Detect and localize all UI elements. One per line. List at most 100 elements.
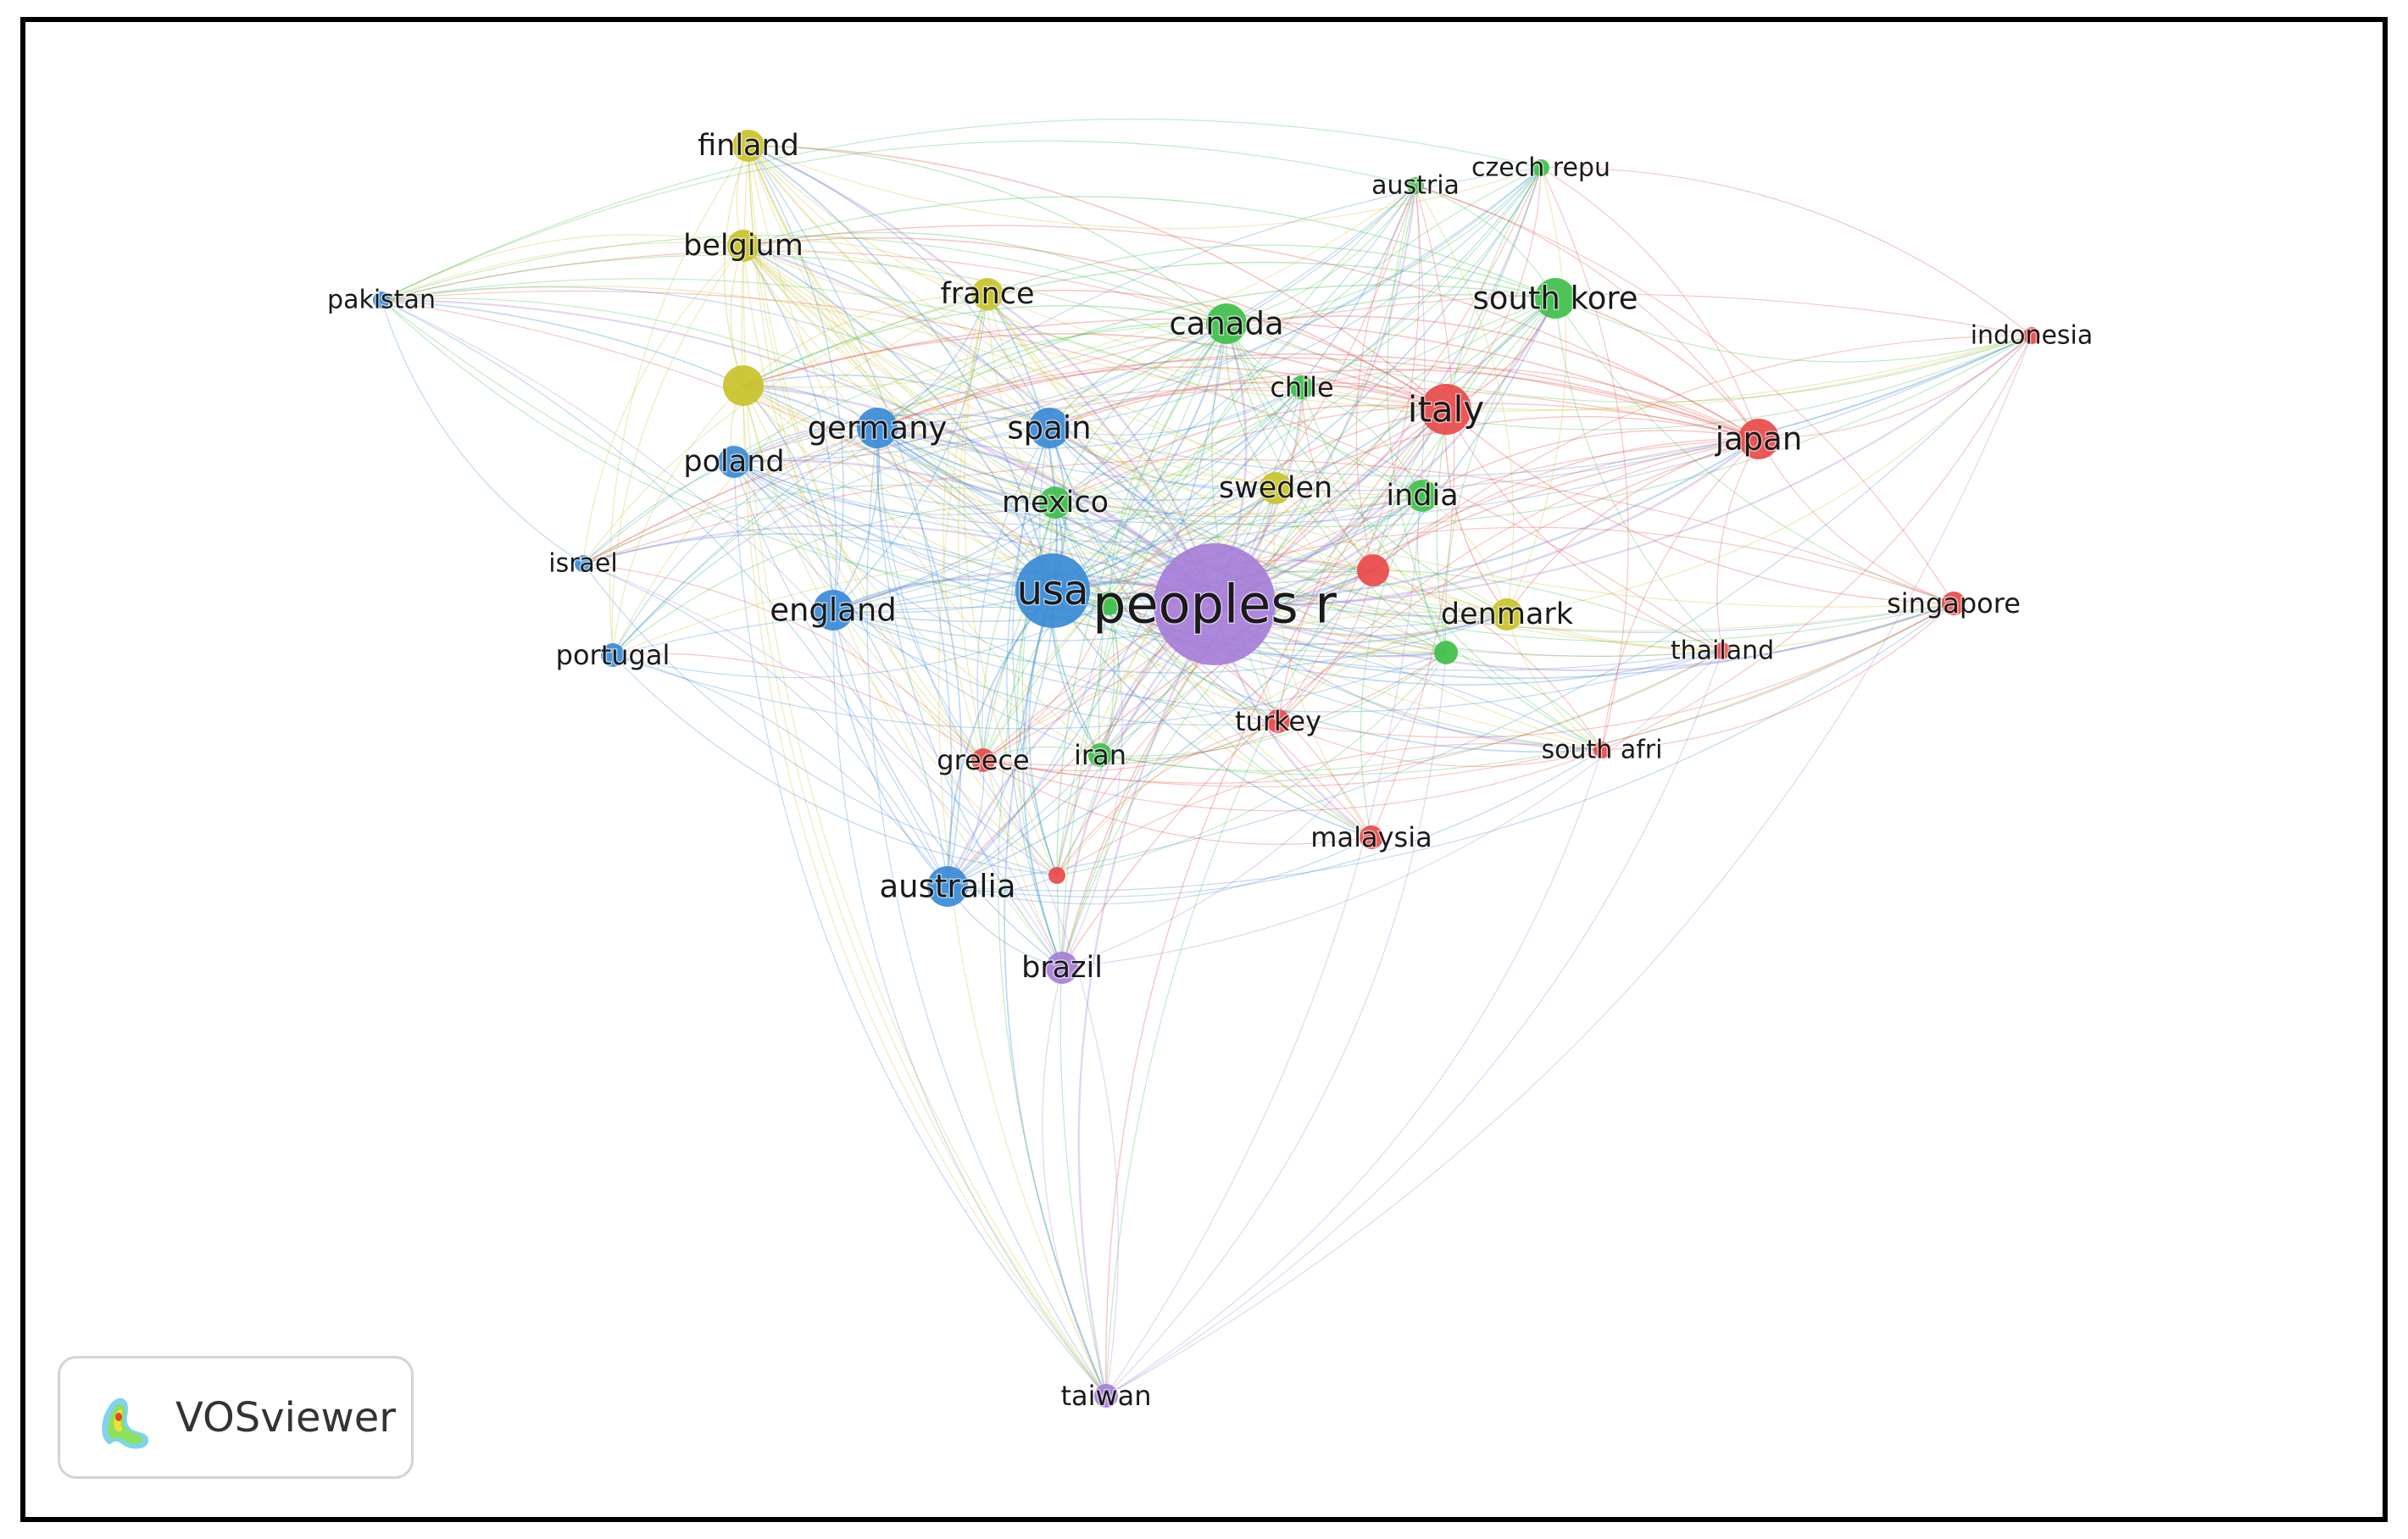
node-germany[interactable] <box>857 408 898 448</box>
node-canada[interactable] <box>1206 303 1247 344</box>
link-edge <box>1275 487 1723 652</box>
node-spain[interactable] <box>1029 408 1070 448</box>
node-israel[interactable] <box>575 555 592 572</box>
link-edge <box>381 118 1542 301</box>
link-edge <box>748 145 1227 325</box>
link-edge <box>733 335 2033 525</box>
node-label-denmark: denmark <box>1441 597 1574 631</box>
link-edge <box>1225 323 1276 489</box>
link-edge <box>876 335 2033 492</box>
link-edge <box>723 145 749 386</box>
link-edge <box>1506 438 1760 615</box>
link-edge <box>947 335 2033 887</box>
node-label-singapore: singapore <box>1887 587 2021 619</box>
link-edge <box>876 427 1955 633</box>
link-edge <box>742 332 1447 410</box>
link-edge <box>742 385 834 611</box>
link-edge <box>1048 323 1227 429</box>
node-japan[interactable] <box>1738 419 1779 459</box>
link-edge <box>1416 495 1447 653</box>
node-chile[interactable] <box>1290 375 1314 399</box>
link-edge <box>943 293 988 761</box>
node-brazil[interactable] <box>1046 952 1078 984</box>
link-edge <box>742 245 837 611</box>
link-edge <box>1226 167 1542 325</box>
node-yelnode[interactable] <box>723 365 764 406</box>
node-poland[interactable] <box>718 446 750 478</box>
link-edge <box>982 746 1101 761</box>
link-edge <box>1275 415 1760 489</box>
node-italy[interactable] <box>1421 384 1471 435</box>
link-edge <box>876 353 1760 440</box>
link-edge <box>1054 386 1303 503</box>
node-southkore[interactable] <box>1535 278 1576 319</box>
node-pakistan[interactable] <box>373 292 390 308</box>
link-edge <box>1758 438 1955 604</box>
node-finland[interactable] <box>732 130 765 162</box>
node-peoples[interactable] <box>1154 543 1276 665</box>
node-usa[interactable] <box>1015 553 1090 628</box>
link-edge <box>876 427 1056 503</box>
node-portugal[interactable] <box>601 643 625 667</box>
node-mexico[interactable] <box>1039 486 1071 519</box>
node-sweden[interactable] <box>1260 472 1292 504</box>
node-austria[interactable] <box>1407 177 1424 194</box>
label-layer: peoples rusaitalyjapanenglandaustraliaca… <box>326 128 2094 1414</box>
node-grnnode1[interactable] <box>1434 641 1458 664</box>
node-czechrepu[interactable] <box>1532 159 1549 176</box>
node-indonesia[interactable] <box>2023 327 2040 344</box>
node-denmark[interactable] <box>1491 598 1523 631</box>
link-edge <box>1301 335 2033 431</box>
link-edge <box>742 385 1101 756</box>
link-edge <box>748 145 1303 388</box>
link-edge <box>876 293 988 429</box>
link-edge <box>1042 967 1107 1397</box>
link-edge <box>1021 502 1058 876</box>
link-edge <box>1415 185 1955 604</box>
link-edge <box>982 323 1227 761</box>
link-edge <box>1371 185 1455 838</box>
link-edge <box>982 759 1372 845</box>
node-iran[interactable] <box>1088 743 1112 767</box>
link-edge <box>1277 185 1421 722</box>
link-edge <box>1048 502 1101 756</box>
node-label-india: india <box>1386 479 1458 513</box>
node-southafri[interactable] <box>1593 742 1610 758</box>
node-england[interactable] <box>813 590 854 631</box>
link-edge <box>1054 335 2033 528</box>
link-edge <box>976 427 1050 761</box>
node-taiwan[interactable] <box>1094 1384 1118 1408</box>
node-turkey[interactable] <box>1266 709 1290 733</box>
link-edge <box>381 234 744 301</box>
node-label-iran: iran <box>1074 739 1126 771</box>
node-label-southafri: south afri <box>1542 736 1663 765</box>
link-edge <box>742 225 1760 440</box>
node-india[interactable] <box>1406 480 1438 512</box>
link-edge <box>982 438 1760 761</box>
link-edge <box>982 502 1056 761</box>
node-rednode2[interactable] <box>1048 867 1065 884</box>
node-layer[interactable] <box>373 130 2040 1408</box>
link-edge <box>1277 603 1955 738</box>
network-map-frame <box>20 17 2388 1522</box>
node-greece[interactable] <box>971 748 995 772</box>
node-thailand[interactable] <box>1714 642 1731 659</box>
node-label-poland: poland <box>683 445 784 479</box>
link-edge <box>1421 297 1556 497</box>
link-edge <box>742 245 1603 751</box>
link-edge <box>742 384 1215 605</box>
node-belgium[interactable] <box>727 230 759 262</box>
vosviewer-logo-icon <box>102 1397 149 1449</box>
node-france[interactable] <box>971 278 1004 310</box>
link-edge <box>1601 335 2033 751</box>
node-rednode1[interactable] <box>1357 554 1389 586</box>
node-singapore[interactable] <box>1942 592 1966 615</box>
link-edge <box>381 299 1063 969</box>
link-edge <box>742 245 1279 722</box>
link-edge <box>612 427 1050 656</box>
node-label-czechrepu: czech repu <box>1471 153 1610 183</box>
node-malaysia[interactable] <box>1360 825 1383 849</box>
node-australia[interactable] <box>927 866 968 907</box>
node-grnnode2[interactable] <box>1097 592 1121 615</box>
